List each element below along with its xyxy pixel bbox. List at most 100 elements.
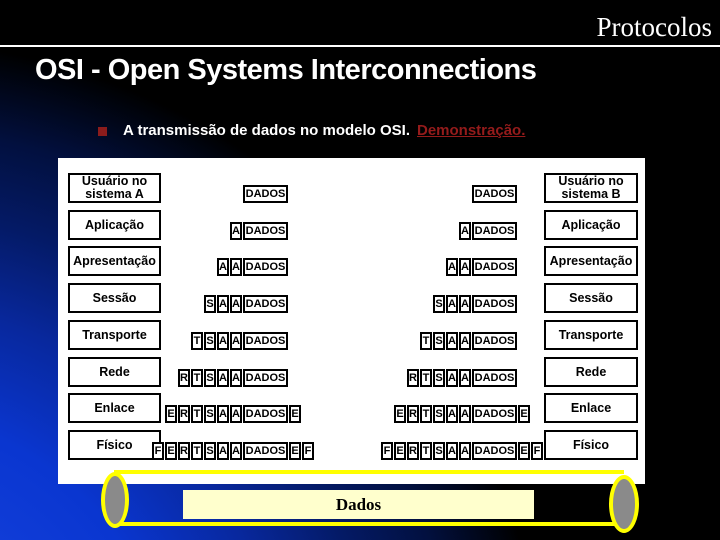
- pdu-header-cell: R: [407, 369, 419, 387]
- pdu-header-cell: A: [230, 332, 242, 350]
- bullet-square-icon: [98, 127, 107, 136]
- layer-box-right: Usuário no sistema B: [544, 173, 638, 203]
- layer-box-left: Rede: [68, 357, 161, 387]
- pdu-header-cell: S: [433, 295, 445, 313]
- data-flow-label: Dados: [335, 494, 382, 514]
- demonstration-link[interactable]: Demonstração.: [417, 122, 526, 139]
- pdu-header-cell: A: [446, 258, 458, 276]
- pdu-payload-cell: DADOS: [472, 222, 517, 240]
- pdu-header-cell: S: [204, 405, 216, 423]
- pdu-payload-cell: DADOS: [243, 258, 288, 276]
- pdu-header-cell: A: [230, 222, 242, 240]
- layer-box-right: Rede: [544, 357, 638, 387]
- bullet-text-main: A transmissão de dados no modelo OSI.: [123, 122, 410, 139]
- layer-box-left: Usuário no sistema A: [68, 173, 161, 203]
- pdu-header-cell: R: [407, 405, 419, 423]
- pdu-row-receiver: DADOS: [472, 185, 517, 203]
- pdu-header-cell: F: [152, 442, 164, 460]
- pdu-header-cell: E: [165, 442, 177, 460]
- pdu-header-cell: A: [217, 369, 229, 387]
- pdu-header-cell: A: [446, 442, 458, 460]
- pdu-payload-cell: DADOS: [243, 295, 288, 313]
- pdu-header-cell: E: [165, 405, 177, 423]
- pdu-payload-cell: DADOS: [243, 405, 288, 423]
- pdu-header-cell: A: [459, 222, 471, 240]
- pdu-header-cell: S: [204, 369, 216, 387]
- pdu-payload-cell: DADOS: [472, 369, 517, 387]
- layer-box-right: Enlace: [544, 393, 638, 423]
- pdu-header-cell: A: [230, 405, 242, 423]
- pdu-header-cell: T: [191, 442, 203, 460]
- pdu-row-sender: DADOS: [243, 185, 288, 203]
- pdu-header-cell: A: [459, 369, 471, 387]
- pdu-payload-cell: DADOS: [243, 332, 288, 350]
- pdu-header-cell: S: [433, 442, 445, 460]
- pdu-header-cell: A: [217, 295, 229, 313]
- pdu-header-cell: R: [178, 369, 190, 387]
- pdu-header-cell: S: [204, 295, 216, 313]
- pdu-header-cell: A: [230, 369, 242, 387]
- layer-box-left: Físico: [68, 430, 161, 460]
- pdu-header-cell: T: [420, 332, 432, 350]
- pipe-right-endpoint: [609, 475, 639, 533]
- bullet-text: A transmissão de dados no modelo OSI. Dem…: [123, 122, 525, 139]
- pdu-header-cell: A: [230, 258, 242, 276]
- pdu-trailer-cell: F: [531, 442, 543, 460]
- pdu-header-cell: A: [446, 405, 458, 423]
- pdu-header-cell: A: [446, 369, 458, 387]
- pdu-trailer-cell: E: [289, 405, 301, 423]
- pdu-header-cell: R: [407, 442, 419, 460]
- layer-box-right: Transporte: [544, 320, 638, 350]
- pdu-header-cell: T: [191, 332, 203, 350]
- pdu-header-cell: T: [420, 442, 432, 460]
- bullet-item: A transmissão de dados no modelo OSI. Dem…: [98, 122, 525, 139]
- layer-box-right: Sessão: [544, 283, 638, 313]
- pdu-header-cell: T: [191, 369, 203, 387]
- pdu-payload-cell: DADOS: [472, 442, 517, 460]
- pdu-header-cell: E: [394, 405, 406, 423]
- layer-box-right: Apresentação: [544, 246, 638, 276]
- pdu-payload-cell: DADOS: [472, 332, 517, 350]
- pipe-left-endpoint: [101, 472, 129, 528]
- pdu-header-cell: A: [446, 332, 458, 350]
- pipe-bottom-line: [114, 522, 619, 526]
- pdu-header-cell: A: [217, 258, 229, 276]
- pdu-trailer-cell: F: [302, 442, 314, 460]
- pdu-header-cell: A: [459, 405, 471, 423]
- pdu-header-cell: T: [420, 405, 432, 423]
- pdu-header-cell: R: [178, 405, 190, 423]
- pdu-header-cell: S: [204, 332, 216, 350]
- layer-box-right: Físico: [544, 430, 638, 460]
- pdu-payload-cell: DADOS: [243, 369, 288, 387]
- pdu-header-cell: A: [230, 295, 242, 313]
- page-title: OSI - Open Systems Interconnections: [35, 54, 537, 86]
- pdu-header-cell: A: [217, 332, 229, 350]
- pipe-top-line: [114, 470, 624, 474]
- header-rule: [0, 45, 720, 47]
- layer-box-left: Transporte: [68, 320, 161, 350]
- pdu-header-cell: A: [459, 258, 471, 276]
- pdu-header-cell: S: [204, 442, 216, 460]
- pdu-trailer-cell: E: [518, 442, 530, 460]
- data-flow-bar: Dados: [183, 490, 534, 519]
- pdu-header-cell: A: [230, 442, 242, 460]
- pdu-header-cell: A: [459, 295, 471, 313]
- pdu-header-cell: E: [394, 442, 406, 460]
- pdu-payload-cell: DADOS: [243, 185, 288, 203]
- layer-box-left: Apresentação: [68, 246, 161, 276]
- pdu-header-cell: A: [217, 442, 229, 460]
- pdu-header-cell: T: [420, 369, 432, 387]
- pdu-payload-cell: DADOS: [472, 405, 517, 423]
- pdu-payload-cell: DADOS: [472, 258, 517, 276]
